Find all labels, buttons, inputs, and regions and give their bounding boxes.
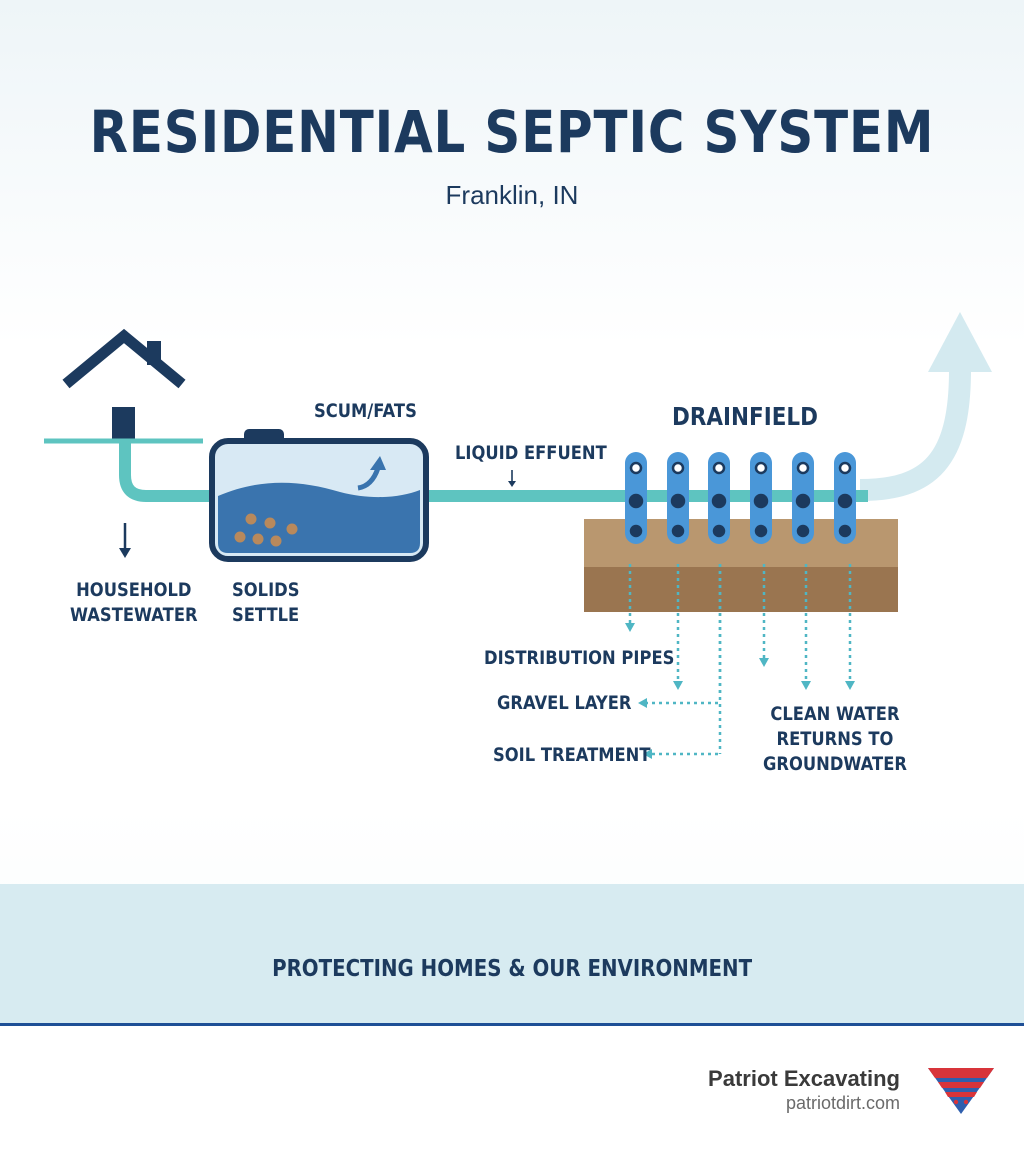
gravel-layer-label: GRAVEL LAYER: [497, 692, 632, 714]
brand-name: Patriot Excavating: [708, 1066, 900, 1091]
drain-pipe: [667, 452, 689, 544]
drain-pipe: [750, 452, 772, 544]
percolation-line: [801, 564, 811, 690]
page-title: RESIDENTIAL SEPTIC SYSTEM: [89, 98, 935, 166]
footer-divider: [0, 1023, 1024, 1026]
septic-tank: [209, 429, 429, 562]
drain-pipe: [625, 452, 647, 544]
soil-layer: [584, 567, 898, 612]
drainfield-pipes: [625, 452, 856, 544]
clean-water-label: CLEAN WATER RETURNS TO GROUNDWATER: [763, 703, 907, 775]
footer-area: [0, 1026, 1024, 1154]
household-down-arrow: [119, 523, 131, 558]
scum-label: SCUM/FATS: [314, 400, 417, 422]
soil-leader: [643, 749, 718, 759]
percolation-line: [759, 564, 769, 667]
effluent-label: LIQUID EFFUENT: [455, 442, 607, 464]
footer-band: [0, 884, 1024, 1038]
brand-block: Patriot Excavating patriotdirt.com: [708, 1066, 900, 1114]
brand-url: patriotdirt.com: [785, 1093, 900, 1113]
scum-rise-arrow: [357, 456, 386, 491]
solids-dots: [234, 513, 298, 547]
percolation-line: [845, 564, 855, 690]
distribution-pipes-label: DISTRIBUTION PIPES: [484, 647, 675, 669]
gravel-leader: [638, 698, 718, 708]
patriot-logo-icon: [928, 1068, 994, 1114]
percolation-line: [673, 564, 683, 690]
water-return-arrow: [859, 369, 971, 501]
inlet-pipe: [119, 441, 212, 502]
percolation-lines: [625, 564, 855, 754]
drain-pipe: [834, 452, 856, 544]
soil-treatment-label: SOIL TREATMENT: [493, 744, 651, 766]
septic-diagram: [44, 312, 992, 759]
tagline: PROTECTING HOMES & OUR ENVIRONMENT: [271, 956, 752, 982]
drain-pipe: [708, 452, 730, 544]
effluent-down-arrow: [508, 470, 516, 487]
house-icon: [62, 328, 186, 441]
solids-label: SOLIDS SETTLE: [232, 579, 300, 626]
drainfield-label: DRAINFIELD: [672, 402, 818, 431]
water-return-arrowhead: [928, 312, 992, 372]
page-subtitle: Franklin, IN: [445, 180, 579, 210]
household-label: HOUSEHOLD WASTEWATER: [70, 579, 198, 626]
percolation-line: [625, 564, 635, 632]
drain-pipe: [792, 452, 814, 544]
